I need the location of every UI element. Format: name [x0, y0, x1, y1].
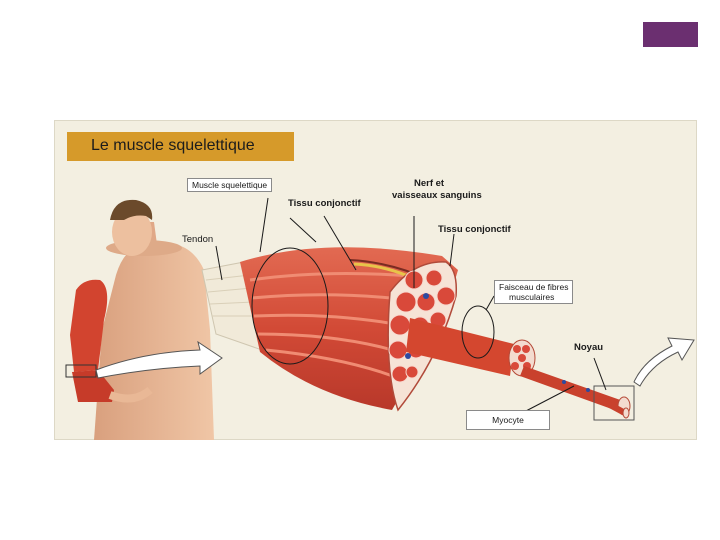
label-faisceau-line2: musculaires	[499, 292, 568, 302]
label-tissu-conjonctif-1: Tissu conjonctif	[288, 198, 361, 209]
muscle-diagram: Le muscle squelettique Muscle squelettiq…	[54, 120, 697, 440]
diagram-title: Le muscle squelettique	[91, 137, 255, 155]
label-myocyte: Myocyte	[466, 410, 550, 430]
label-nerf-line2: vaisseaux sanguins	[392, 190, 482, 201]
zoom-arrow-2	[634, 338, 694, 386]
title-banner: Le muscle squelettique	[67, 132, 294, 161]
label-tendon: Tendon	[182, 234, 213, 245]
label-faisceau: Faisceau de fibres musculaires	[494, 280, 573, 304]
label-tissu-conjonctif-2: Tissu conjonctif	[438, 224, 511, 235]
label-muscle-squelettique: Muscle squelettique	[187, 178, 272, 192]
label-nerf-line1: Nerf et	[414, 178, 444, 189]
label-faisceau-line1: Faisceau de fibres	[499, 282, 568, 292]
muscle-illustration	[54, 120, 697, 440]
label-noyau: Noyau	[574, 342, 603, 353]
slide-accent-bar	[643, 22, 698, 47]
